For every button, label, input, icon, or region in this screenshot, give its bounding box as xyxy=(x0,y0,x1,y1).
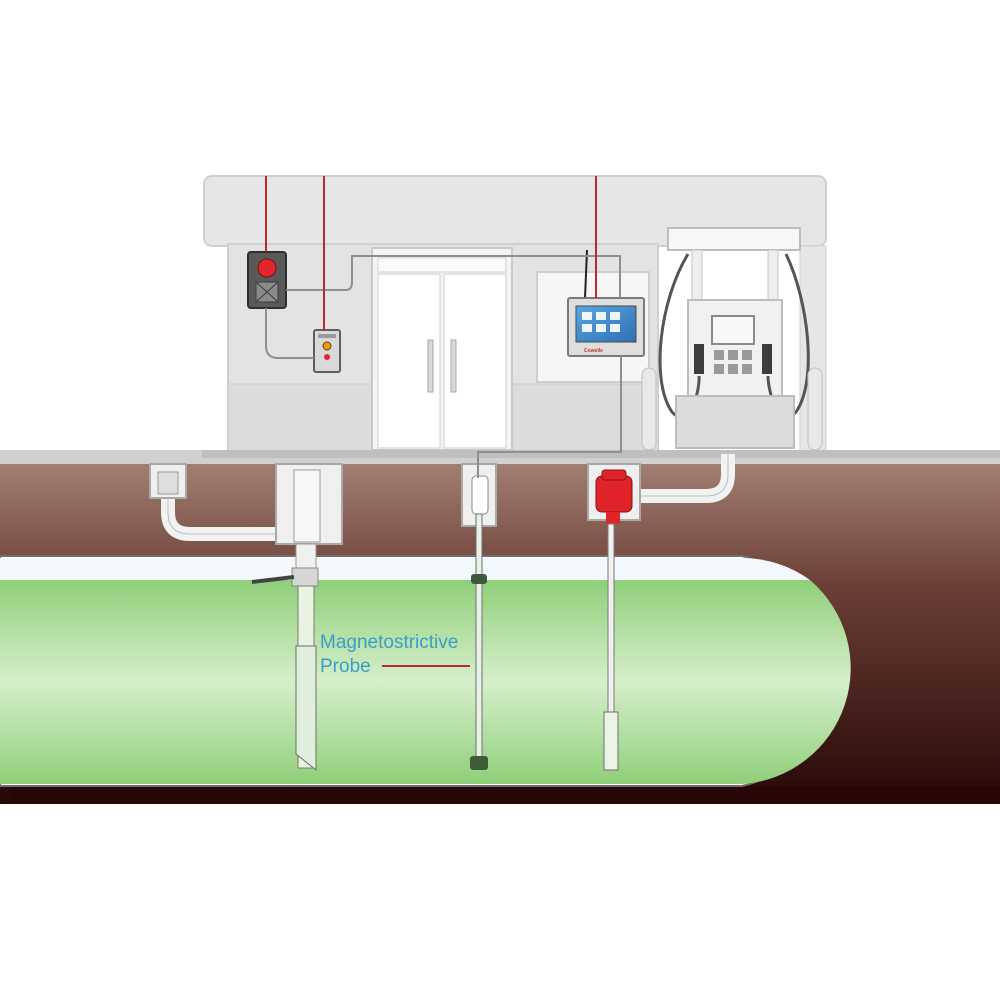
callout-label-line-1: Magnetostrictive xyxy=(320,632,458,653)
console-screen-tile-5 xyxy=(596,324,606,332)
leak-sensor-rod xyxy=(607,523,615,715)
pump-manhole xyxy=(251,463,343,772)
alarm-box xyxy=(247,251,287,309)
control-button-icon xyxy=(322,341,332,351)
dispenser-key-1 xyxy=(714,350,724,360)
fill-manhole xyxy=(149,463,187,499)
dispenser-key-4 xyxy=(714,364,724,374)
pump-head xyxy=(293,469,321,543)
soil-shadow-strip xyxy=(12,786,1000,804)
pavement xyxy=(202,450,1000,458)
door-transom xyxy=(377,257,507,273)
speaker-grill-line-2 xyxy=(255,281,279,303)
bollard-right xyxy=(807,367,823,451)
alarm-light-icon xyxy=(257,258,277,278)
sensor-manhole xyxy=(587,463,641,771)
dispenser-display xyxy=(711,315,755,345)
signal-lines xyxy=(265,176,597,667)
tank-air-gap xyxy=(0,558,810,580)
door-handle-right xyxy=(450,339,457,393)
callout-label-line-2: Probe xyxy=(320,656,371,677)
control-box xyxy=(313,329,341,373)
control-box-body xyxy=(313,329,341,373)
fill-pipe-outline xyxy=(167,492,296,535)
dispenser-key-5 xyxy=(728,364,738,374)
tank-monitor-console: Cowelle xyxy=(567,249,645,357)
fill-cap xyxy=(157,471,179,495)
console-screen-tile-3 xyxy=(610,312,620,320)
piping xyxy=(161,454,735,541)
submersible-pump-body xyxy=(295,645,317,772)
leak-sensor-probe xyxy=(603,711,619,771)
control-light-icon xyxy=(324,354,330,360)
console-to-probe-wire xyxy=(477,356,622,478)
bollard-left xyxy=(641,367,657,451)
dispenser-nozzle-left xyxy=(694,344,704,374)
console-screen-tile-6 xyxy=(610,324,620,332)
probe-head xyxy=(471,475,489,515)
dispenser-key-2 xyxy=(728,350,738,360)
dispenser-nozzle-right xyxy=(762,344,772,374)
wiring xyxy=(265,255,622,478)
console-screen-tile-2 xyxy=(596,312,606,320)
door-handle-left xyxy=(427,339,434,393)
dispenser-base xyxy=(675,395,795,449)
probe-rod xyxy=(475,513,483,763)
console-brand: Cowelle xyxy=(584,348,603,354)
dispenser-pipe-outline xyxy=(612,454,729,497)
control-box-label xyxy=(318,334,336,338)
pump-valve-lever xyxy=(251,575,295,584)
leak-sensor-neck xyxy=(606,512,620,524)
antenna-icon xyxy=(584,249,588,299)
alarm-to-console-wire xyxy=(286,255,621,298)
pump-flange xyxy=(291,567,319,587)
probe-float-top xyxy=(471,574,487,584)
dispenser-key-3 xyxy=(742,350,752,360)
leak-sensor-head xyxy=(595,475,633,513)
dispenser-top xyxy=(667,227,801,251)
fuel-dispenser xyxy=(641,227,823,451)
dispenser-key-6 xyxy=(742,364,752,374)
leak-sensor-cap xyxy=(601,469,627,481)
alarm-to-control-wire xyxy=(265,308,314,359)
fuel-liquid xyxy=(0,580,851,784)
console-screen-tile-4 xyxy=(582,324,592,332)
console-screen-tile-1 xyxy=(582,312,592,320)
probe-float-bottom xyxy=(470,756,488,770)
